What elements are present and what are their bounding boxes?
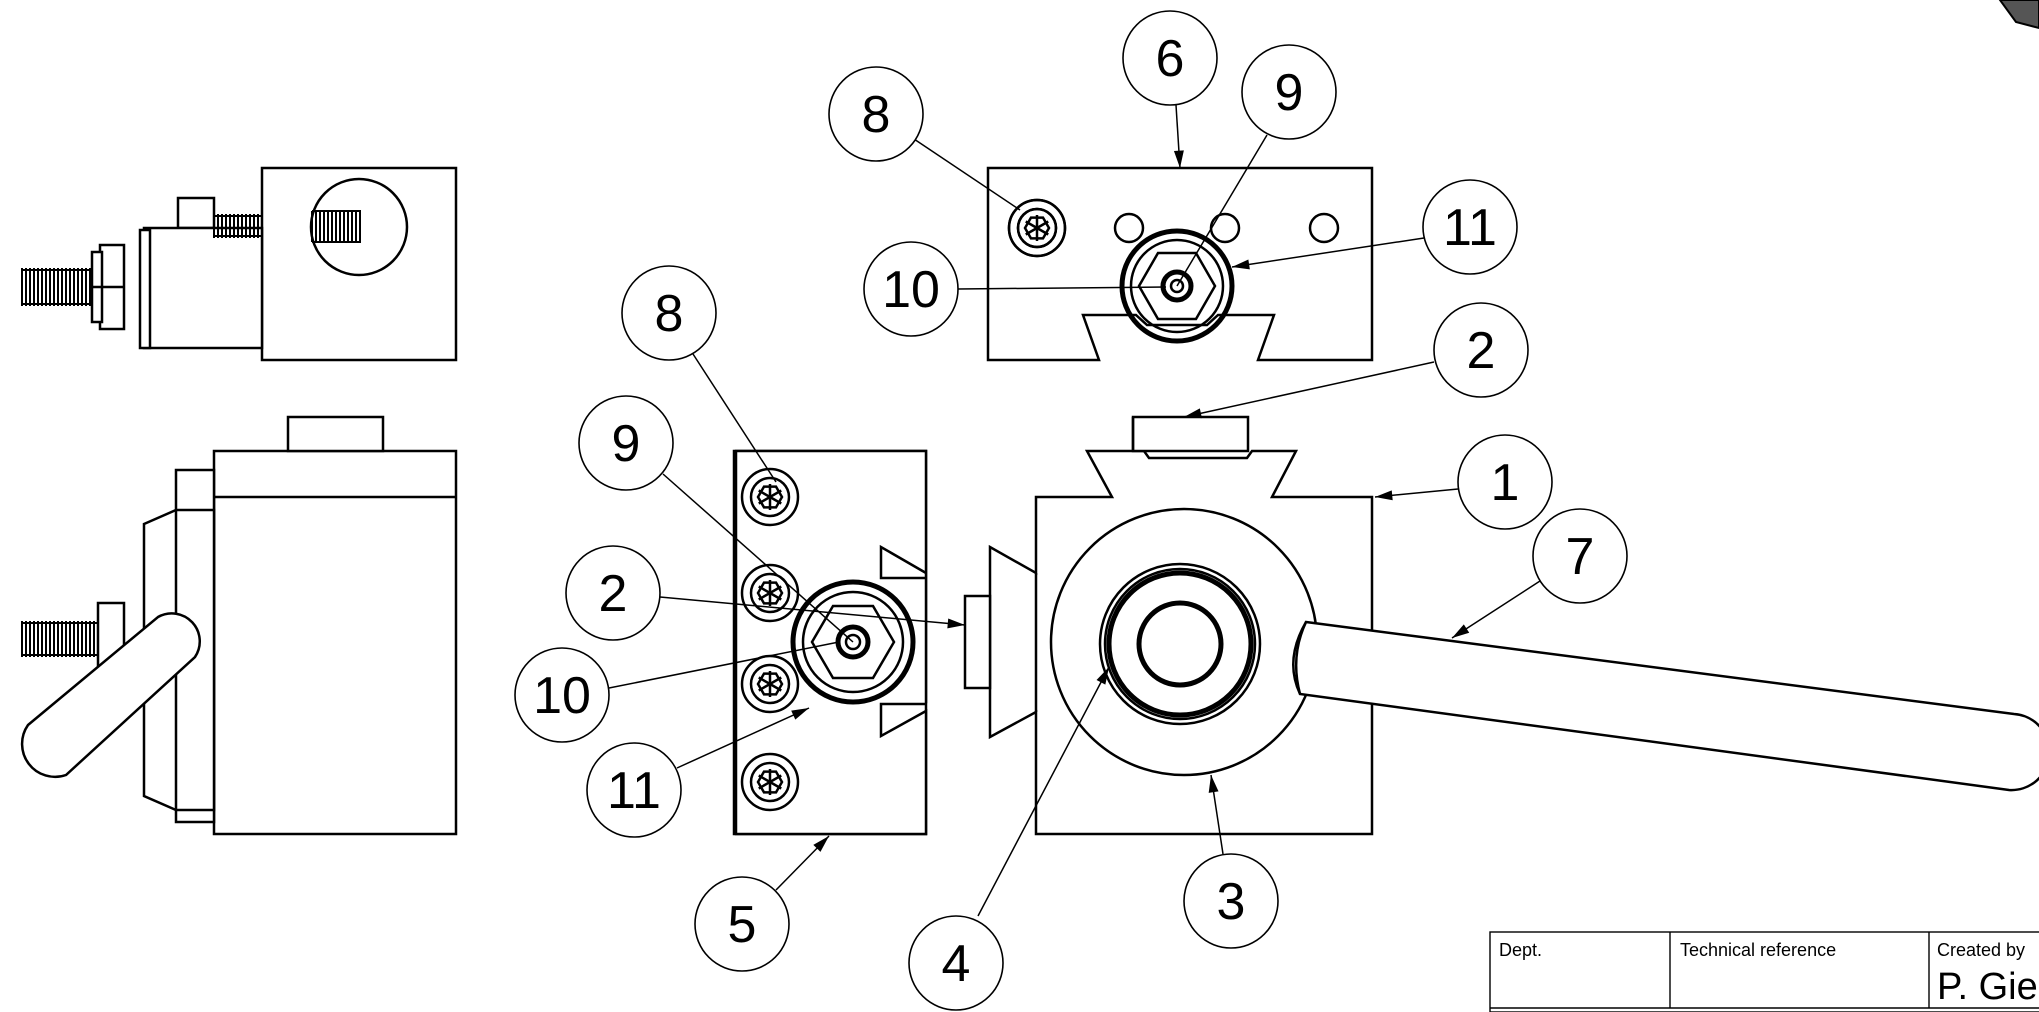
balloon-1: 1 [1457, 434, 1553, 530]
balloon-11-left: 11 [586, 742, 682, 838]
svg-text:5: 5 [728, 896, 757, 954]
balloon-8-top: 8 [828, 66, 924, 162]
balloon-9-left: 9 [578, 395, 674, 491]
balloon-2-right: 2 [1433, 302, 1529, 398]
svg-text:4: 4 [942, 935, 971, 993]
svg-text:11: 11 [607, 762, 661, 820]
svg-text:10: 10 [533, 667, 591, 725]
svg-text:3: 3 [1217, 873, 1246, 931]
balloon-5: 5 [694, 876, 790, 972]
corner-view-fragment [1998, 0, 2039, 30]
balloon-9-top: 9 [1241, 44, 1337, 140]
svg-text:10: 10 [882, 261, 940, 319]
svg-text:8: 8 [862, 86, 891, 144]
tool-holder-front-view [732, 449, 928, 836]
balloon-8-left: 8 [621, 265, 717, 361]
svg-text:6: 6 [1156, 30, 1185, 88]
svg-text:9: 9 [1275, 64, 1304, 122]
svg-text:2: 2 [1467, 322, 1496, 380]
leader-lines [608, 104, 1541, 917]
balloon-4: 4 [908, 915, 1004, 1011]
dept-label: Dept. [1499, 940, 1542, 960]
balloon-2-left: 2 [565, 545, 661, 641]
balloon-10-top: 10 [863, 241, 959, 337]
svg-text:2: 2 [599, 565, 628, 623]
side-view-top [21, 166, 458, 362]
balloon-11-top: 11 [1422, 179, 1518, 275]
technical-reference-label: Technical reference [1680, 940, 1836, 960]
tool-post-body [963, 415, 1374, 836]
balloon-6: 6 [1122, 10, 1218, 106]
side-view-bottom [20, 415, 458, 836]
svg-text:1: 1 [1491, 454, 1520, 512]
tool-holder-top-view [986, 166, 1374, 362]
svg-text:8: 8 [655, 285, 684, 343]
svg-text:11: 11 [1443, 199, 1497, 257]
svg-text:9: 9 [612, 415, 641, 473]
balloon-3: 3 [1183, 853, 1279, 949]
title-block: Dept. Technical reference Created by P. … [1489, 931, 2039, 1012]
svg-text:7: 7 [1566, 528, 1595, 586]
balloon-7: 7 [1532, 508, 1628, 604]
created-by-value: P. Gie [1937, 966, 2038, 1008]
handle [1292, 620, 2039, 792]
created-by-label: Created by [1937, 940, 2025, 960]
balloon-10-left: 10 [514, 647, 610, 743]
